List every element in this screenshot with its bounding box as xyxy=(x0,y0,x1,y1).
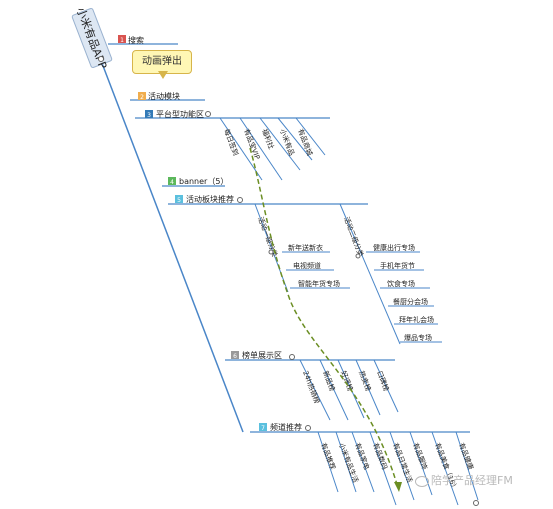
branch-5-group-1-item-3[interactable]: 智能年货专场 xyxy=(298,279,340,288)
branch-5-label: 活动板块推荐 xyxy=(186,194,234,204)
branch-6[interactable]: 6 榜单展示区 xyxy=(225,350,395,361)
branch-5-group-1-toggle[interactable] xyxy=(268,249,274,255)
branch-1[interactable]: 1 搜索 xyxy=(108,35,178,45)
branch-5-group-2-item-6[interactable]: 爆品专场 xyxy=(404,333,432,342)
branch-5[interactable]: 5 活动板块推荐 xyxy=(168,194,368,205)
branch-7-child-6[interactable]: 有品服饰 xyxy=(411,441,429,470)
callout-tail xyxy=(158,71,168,79)
watermark-label: 陪学产品经理FM xyxy=(431,474,513,487)
branch-7-toggle[interactable] xyxy=(305,425,311,431)
branch-7-number: 7 xyxy=(261,425,265,432)
wechat-icon xyxy=(415,475,429,487)
branch-6-child-5[interactable]: 口碑榜 xyxy=(375,369,391,392)
branch-5-group-2: 活动二级分类 健康出行专场 手机年货节 饮食专场 餐厨分会场 拜年礼会场 爆品专… xyxy=(339,203,442,345)
root-collapse-toggle[interactable] xyxy=(98,56,104,62)
branch-2-label: 活动模块 xyxy=(148,91,180,101)
branch-3-label: 平台型功能区 xyxy=(156,109,204,119)
branch-7-label: 频道推荐 xyxy=(270,422,302,432)
branch-2-number: 2 xyxy=(140,94,144,101)
branch-5-group-1-item-1[interactable]: 新年送新衣 xyxy=(288,243,323,252)
branch-5-group-2-item-4[interactable]: 餐厨分会场 xyxy=(393,297,428,306)
branch-7-child-1[interactable]: 有品推荐 xyxy=(319,441,337,470)
main-spine xyxy=(99,57,244,433)
root-node[interactable]: 小米有品APP xyxy=(70,4,114,73)
branch-4-label: banner（5） xyxy=(179,177,228,186)
branch-7[interactable]: 7 频道推荐 xyxy=(250,422,470,433)
branch-7-child-4[interactable]: 有品数码 xyxy=(371,441,389,470)
branch-7-child-8[interactable]: 有品健康 xyxy=(457,441,475,470)
branch-5-group-2-item-2[interactable]: 手机年货节 xyxy=(380,261,415,270)
branch-6-child-2[interactable]: 新品榜 xyxy=(321,369,337,392)
branch-7-badge xyxy=(259,423,267,431)
branch-3-toggle[interactable] xyxy=(205,111,211,117)
branch-4[interactable]: 4 banner（5） xyxy=(162,177,228,187)
branch-4-number: 4 xyxy=(170,179,174,186)
branch-3-child-3[interactable]: 福利社 xyxy=(260,127,276,150)
branch-5-group-2-item-1[interactable]: 健康出行专场 xyxy=(373,243,415,252)
branch-1-badge xyxy=(118,35,126,43)
branch-6-number: 6 xyxy=(233,353,237,360)
relationship-arrowhead xyxy=(394,482,402,492)
branch-5-group-2-item-3[interactable]: 饮食专场 xyxy=(387,279,415,288)
branch-5-group-2-item-5[interactable]: 拜年礼会场 xyxy=(399,315,434,324)
branch-6-child-1[interactable]: 24h热销榜 xyxy=(301,369,322,404)
branch-5-group-2-toggle[interactable] xyxy=(355,253,361,259)
branch-3-badge xyxy=(145,110,153,118)
branch-6-toggle[interactable] xyxy=(289,354,295,360)
branch-5-toggle[interactable] xyxy=(237,197,243,203)
branch-3-number: 3 xyxy=(147,112,151,119)
watermark: 陪学产品经理FM xyxy=(415,472,513,488)
branch-5-group-2-label[interactable]: 活动二级分类 xyxy=(342,215,365,257)
branch-1-number: 1 xyxy=(120,37,124,44)
animation-callout: 动画弹出 xyxy=(132,50,192,74)
branch-4-badge xyxy=(168,177,176,185)
branch-6-child-4[interactable]: 热卖榜 xyxy=(357,369,373,392)
branch-5-badge xyxy=(175,195,183,203)
branch-5-group-1: 活动一级分类 新年送新衣 电视频道 智能年货专场 xyxy=(254,203,350,293)
branch-6-children: 24h热销榜 新品榜 好评榜 热卖榜 口碑榜 xyxy=(299,359,399,421)
branch-1-label: 搜索 xyxy=(128,35,144,45)
branch-3-child-5[interactable]: 有品商城 xyxy=(296,127,314,156)
branch-6-child-3[interactable]: 好评榜 xyxy=(339,369,355,392)
branch-6-badge xyxy=(231,351,239,359)
branch-6-label: 榜单展示区 xyxy=(242,350,282,360)
branch-3-child-1[interactable]: 每日签到 xyxy=(222,127,240,156)
branch-3-child-4[interactable]: 小米有品 xyxy=(278,127,296,156)
branch-7-child-3[interactable]: 有品家电 xyxy=(353,441,371,470)
branch-7-end-toggle[interactable] xyxy=(473,500,479,506)
branch-3[interactable]: 3 平台型功能区 xyxy=(135,109,330,119)
branch-7-children: 有品推荐 小米有品生活 有品家电 有品数码 有品日常生活 有品服饰 有品美食（1… xyxy=(317,431,479,506)
branch-5-number: 5 xyxy=(177,197,181,204)
branch-2[interactable]: 2 活动模块 xyxy=(130,91,205,101)
branch-5-group-1-item-2[interactable]: 电视频道 xyxy=(293,261,321,270)
relationship-curve xyxy=(249,147,399,489)
branch-2-badge xyxy=(138,92,146,100)
branch-3-children: 每日签到 有品宝VIP 福利社 小米有品 有品商城 xyxy=(219,117,326,181)
